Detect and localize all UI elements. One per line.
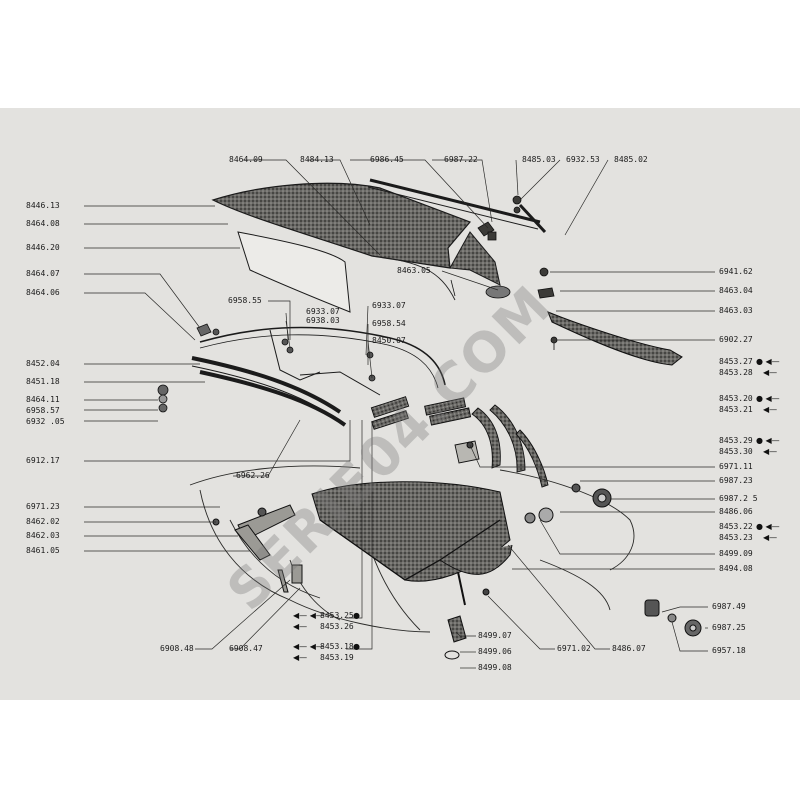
part-label: 6987.49 <box>712 602 746 611</box>
part-label: 6933.07 <box>372 301 406 310</box>
part-label: 8453.23 <box>719 533 753 542</box>
part-label: 6962.26 <box>236 471 270 480</box>
side-strap <box>547 311 683 366</box>
part-label: 8463.04 <box>719 286 753 295</box>
bullet-arrow-icon: ● ◀— <box>756 522 780 531</box>
bullet-arrow-icon: ● ◀— <box>756 394 780 403</box>
part-label: 8461.05 <box>26 546 60 555</box>
arrow-icon: ◀— <box>763 447 778 456</box>
part-label: 6932.53 <box>566 155 600 164</box>
bullet-icon: ● <box>353 611 360 620</box>
part-label: 6908.47 <box>229 644 263 653</box>
part-label: 6986.45 <box>370 155 404 164</box>
part-label: 8486.07 <box>612 644 646 653</box>
part-label: 8464.06 <box>26 288 60 297</box>
parts-sheet: SERIE04.COM <box>0 108 800 700</box>
part-label: 6971.11 <box>719 462 753 471</box>
lower-hinge-assembly <box>212 504 303 593</box>
part-label: 8499.09 <box>719 549 753 558</box>
arrow-icon: ◀— <box>763 405 778 414</box>
arrow-icon: ◀— <box>763 533 778 542</box>
arrow-icon: ◀— <box>293 622 308 631</box>
part-label: 8453.25 <box>320 611 354 620</box>
bullet-arrow-icon: ● ◀— <box>756 436 780 445</box>
hinge-fittings <box>370 396 549 488</box>
arrow-icon: ◀— <box>293 653 308 662</box>
part-label: 6912.17 <box>26 456 60 465</box>
part-label: 6987.25 <box>712 623 746 632</box>
part-label: 8494.08 <box>719 564 753 573</box>
part-label: 8450.07 <box>372 336 406 345</box>
part-label: 8486.06 <box>719 507 753 516</box>
part-label: 8453.18 <box>320 642 354 651</box>
part-label: 6902.27 <box>719 335 753 344</box>
part-label: 8499.06 <box>478 647 512 656</box>
part-label: 6941.62 <box>719 267 753 276</box>
rear-window <box>237 231 351 313</box>
part-label: 8453.30 <box>719 447 753 456</box>
part-label: 6971.02 <box>557 644 591 653</box>
part-label: 8464.11 <box>26 395 60 404</box>
arrow-icon: ◀— ◀— <box>293 611 324 620</box>
part-label: 8446.13 <box>26 201 60 210</box>
part-label: 8484.13 <box>300 155 334 164</box>
part-label: 8464.07 <box>26 269 60 278</box>
hood-fabric-panel <box>211 182 501 301</box>
part-label: 8453.29 <box>719 436 753 445</box>
part-label: 8485.02 <box>614 155 648 164</box>
part-label: 8453.20 <box>719 394 753 403</box>
arrow-icon: ◀— ◀— <box>293 642 324 651</box>
part-label: 8451.18 <box>26 377 60 386</box>
part-label: 8462.03 <box>26 531 60 540</box>
part-label: 8499.08 <box>478 663 512 672</box>
folded-hood <box>311 481 513 606</box>
part-label: 8464.09 <box>229 155 263 164</box>
part-label: 6908.48 <box>160 644 194 653</box>
part-label: 8453.28 <box>719 368 753 377</box>
part-label: 8446.20 <box>26 243 60 252</box>
top-rail-strips <box>367 178 547 234</box>
part-label: 6958.57 <box>26 406 60 415</box>
part-label: 6932 .05 <box>26 417 65 426</box>
part-label: 8464.08 <box>26 219 60 228</box>
part-label: 8463.05 <box>397 266 431 275</box>
part-label: 6971.23 <box>26 502 60 511</box>
part-label: 8453.19 <box>320 653 354 662</box>
part-label: 6933.07 <box>306 307 340 316</box>
leader-lines <box>84 159 715 669</box>
part-label: 8462.02 <box>26 517 60 526</box>
part-label: 8453.27 <box>719 357 753 366</box>
part-label: 6938.03 <box>306 316 340 325</box>
part-label: 6987.22 <box>444 155 478 164</box>
bullet-arrow-icon: ● ◀— <box>756 357 780 366</box>
part-label: 6958.55 <box>228 296 262 305</box>
bullet-icon: ● <box>353 642 360 651</box>
part-label: 6957.18 <box>712 646 746 655</box>
part-label: 6987.23 <box>719 476 753 485</box>
lower-right-parts <box>444 441 702 660</box>
part-label: 8485.03 <box>522 155 556 164</box>
part-label: 8452.04 <box>26 359 60 368</box>
part-label: 6987.2 5 <box>719 494 758 503</box>
part-label: 8499.07 <box>478 631 512 640</box>
part-label: 8453.21 <box>719 405 753 414</box>
part-label: 8453.22 <box>719 522 753 531</box>
roof-frame <box>191 326 446 427</box>
part-label: 8453.26 <box>320 622 354 631</box>
part-label: 6958.54 <box>372 319 406 328</box>
exploded-parts-diagram <box>84 159 715 669</box>
arrow-icon: ◀— <box>763 368 778 377</box>
part-label: 8463.03 <box>719 306 753 315</box>
